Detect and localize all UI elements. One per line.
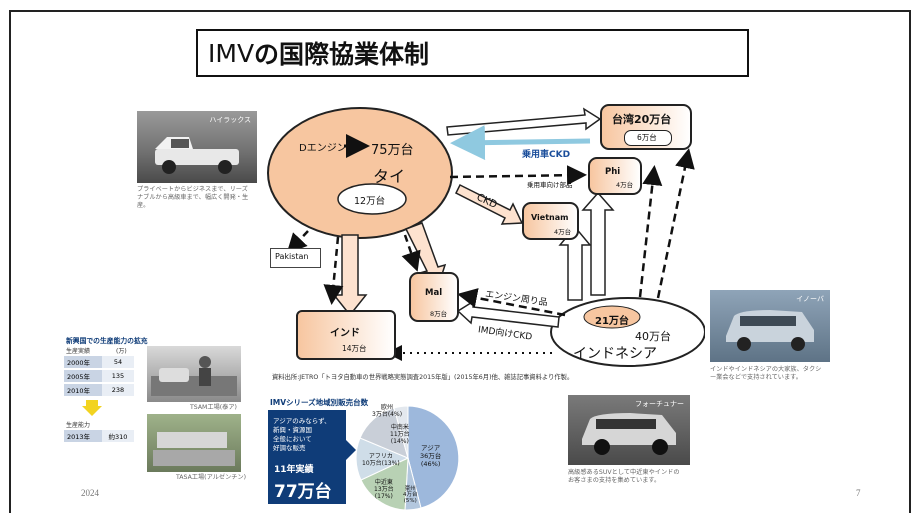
thai-to-india-arrow (332, 234, 368, 317)
innova-caption: インドやインドネシアの大家族、タクシ ー業会などで支持されています。 (710, 366, 822, 381)
india-node: インド 14万台 (296, 310, 396, 360)
taiwan-node: 台湾20万台 6万台 (600, 104, 692, 150)
hilux-photo: ハイラックス (137, 111, 257, 183)
thai-to-taiwan-arrow (446, 107, 602, 136)
tasa-caption: TASA工場(アルゼンチン) (176, 474, 247, 481)
indonesia-volume: 40万台 (635, 330, 671, 343)
innova-photo: イノーバ (710, 290, 830, 362)
indonesia-inner-volume: 21万台 (595, 316, 629, 327)
thai-node (267, 107, 453, 239)
sales-callout: アジアのみならず、 新興・資源国 全般において 好調な販売 11年実績 77万台 (268, 410, 346, 504)
indonesia-to-mal-dash (457, 288, 566, 317)
indonesia-to-phi-arrow (581, 191, 615, 296)
mal-node: Mal 8万台 (409, 272, 459, 322)
pie-slice-middle-east (360, 457, 409, 511)
pickup-truck-icon (155, 137, 239, 174)
passenger-parts-label: 乗用車向け部品 (527, 181, 573, 189)
sales-pie-chart (356, 405, 460, 511)
pie-slice-asia (407, 405, 460, 509)
capacity-label: 生産能力 (66, 422, 91, 429)
capacity-title: 新興国での生産能力の拡充 (66, 337, 148, 345)
slide-number: 7 (856, 488, 861, 498)
capacity-table-2013: 2013年約310 (64, 428, 134, 444)
pie-slice-europe (393, 405, 409, 459)
capacity-unit: (万) (116, 348, 127, 355)
thai-volume: 75万台 (371, 143, 414, 158)
taiwan-to-thai-ckd-arrow (450, 125, 591, 161)
hilux-caption: プライベートからビジネスまで、リーズ ナブルから高級車まで、幅広く開発・生 産。 (137, 186, 249, 209)
slide-date: 2024 (81, 488, 99, 498)
indonesia-to-taiwan-dash (656, 148, 695, 299)
down-arrow-icon (82, 400, 102, 416)
tsam-caption: TSAM工場(泰ア) (190, 404, 237, 411)
source-note: 資料出所:JETRO「トヨタ自動車の世界戦略実態調査2015年版」(2015年6… (272, 374, 574, 381)
indonesia-name: インドネシア (573, 346, 657, 362)
thai-inner-volume: 12万台 (354, 196, 386, 207)
taiwan-inner-node: 6万台 (624, 130, 672, 146)
flow-diagram (267, 107, 705, 367)
thai-to-india-dash (323, 236, 344, 305)
thai-name: タイ (373, 167, 406, 186)
pakistan-node: Pakistan (270, 248, 321, 268)
thai-to-pakistan-dash (286, 230, 309, 254)
thai-to-vietnam-arrow (454, 183, 524, 225)
sales-title: IMVシリーズ地域別販売台数 (270, 398, 369, 407)
capacity-col-label: 生産実績 (66, 348, 91, 355)
thai-to-phi-dash (449, 165, 587, 186)
vietnam-node: Vietnam 4万台 (522, 202, 579, 240)
indonesia-inner-node (583, 305, 641, 329)
thai-to-mal-dash (401, 234, 421, 272)
suv-icon (582, 413, 676, 455)
thai-inner-node (337, 183, 407, 215)
fortuner-caption: 高級感あるSUVとして中近東やインドの お客さまの支持を集めています。 (568, 469, 680, 484)
minivan-icon (726, 310, 814, 351)
table-row: 2013年約310 (64, 430, 134, 442)
sales-callout-pointer (346, 440, 356, 460)
phi-node: Phi 4万台 (588, 157, 642, 195)
tasa-plant-photo (147, 414, 241, 472)
indonesia-to-phi-dash (638, 165, 663, 298)
passenger-ckd-label: 乗用車CKD (522, 150, 571, 160)
fortuner-photo: フォーチュナー (568, 395, 690, 465)
tsam-plant-photo (147, 346, 241, 402)
slide-frame (9, 10, 911, 513)
thai-engine-label: Dエンジン (299, 143, 347, 154)
